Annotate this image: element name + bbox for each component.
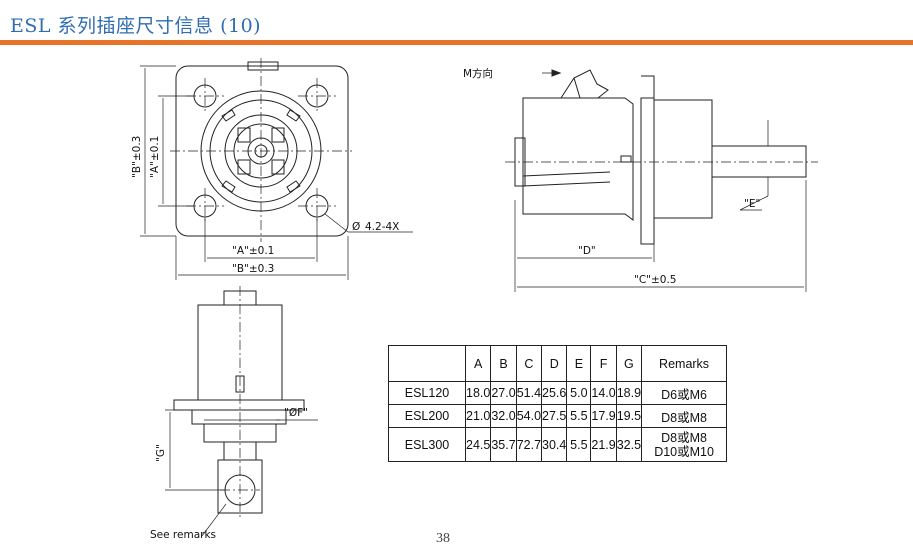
model-cell: ESL120 <box>388 381 466 405</box>
dim-d-label: "D" <box>578 245 596 257</box>
see-remarks-label: See remarks <box>150 529 216 541</box>
table-cell: 19.5 <box>615 404 643 428</box>
spec-table: A B C D E F G Remarks ESL120 18.0 27.0 5… <box>388 345 728 462</box>
table-cell: 51.4 <box>515 381 543 405</box>
table-header-cell: D <box>541 345 568 382</box>
remarks-cell: D8或M8 D10或M10 <box>641 427 728 462</box>
model-cell: ESL200 <box>388 404 466 428</box>
table-cell: 32.0 <box>490 404 517 428</box>
table-header-cell: F <box>590 345 617 382</box>
table-cell: 14.0 <box>590 381 617 405</box>
table-cell: 5.0 <box>566 381 592 405</box>
remarks-line: D8或M8 <box>661 430 707 445</box>
table-cell: 21.9 <box>590 427 617 462</box>
title-underline <box>0 40 913 45</box>
bottom-view <box>165 286 318 537</box>
table-header-row: A B C D E F G Remarks <box>388 345 728 382</box>
table-cell: 21.0 <box>464 404 492 428</box>
table-cell: 27.5 <box>541 404 568 428</box>
dim-c-label: "C"±0.5 <box>634 274 677 286</box>
dim-f-label: "ØF" <box>284 407 308 419</box>
table-header-cell: E <box>566 345 592 382</box>
table-cell: 27.0 <box>490 381 517 405</box>
page-number: 38 <box>436 531 450 546</box>
table-cell: 25.6 <box>541 381 568 405</box>
table-header-cell: C <box>515 345 543 382</box>
front-view <box>140 58 413 280</box>
table-header-cell: A <box>464 345 492 382</box>
table-cell: 5.5 <box>566 404 592 428</box>
hole-callout-label: 4.2-4X <box>365 221 399 233</box>
direction-label: M方向 <box>463 67 493 80</box>
table-cell: 24.5 <box>464 427 492 462</box>
remarks-cell: D6或M6 <box>641 381 728 405</box>
table-cell: 17.9 <box>590 404 617 428</box>
table-header-cell: G <box>615 345 643 382</box>
table-cell: 35.7 <box>490 427 517 462</box>
dim-e-label: "E" <box>744 198 760 210</box>
dim-a-vertical-label: "A"±0.1 <box>149 136 161 178</box>
remarks-cell: D8或M8 <box>641 404 728 428</box>
table-cell: 5.5 <box>566 427 592 462</box>
model-cell: ESL300 <box>388 427 466 462</box>
table-row: ESL200 21.0 32.0 54.0 27.5 5.5 17.9 19.5… <box>388 404 728 428</box>
table-cell: 30.4 <box>541 427 568 462</box>
dim-g-label: "G" <box>155 444 167 462</box>
table-cell: 72.7 <box>515 427 543 462</box>
table-row: ESL300 24.5 35.7 72.7 30.4 5.5 21.9 32.5… <box>388 427 728 462</box>
table-row: ESL120 18.0 27.0 51.4 25.6 5.0 14.0 18.9… <box>388 381 728 405</box>
table-cell: 18.0 <box>464 381 492 405</box>
diameter-icon: Ø <box>352 221 360 233</box>
table-cell: 32.5 <box>615 427 643 462</box>
table-header-cell: Remarks <box>641 345 728 382</box>
table-cell: 54.0 <box>515 404 543 428</box>
table-header-cell <box>388 345 466 382</box>
remarks-line: D10或M10 <box>654 444 714 459</box>
dim-a-horizontal-label: "A"±0.1 <box>232 245 274 257</box>
page-title: ESL 系列插座尺寸信息 (10) <box>10 15 262 37</box>
table-header-cell: B <box>490 345 517 382</box>
dim-b-vertical-label: "B"±0.3 <box>131 136 143 178</box>
table-cell: 18.9 <box>615 381 643 405</box>
side-view <box>505 69 818 292</box>
dim-b-horizontal-label: "B"±0.3 <box>232 263 274 275</box>
